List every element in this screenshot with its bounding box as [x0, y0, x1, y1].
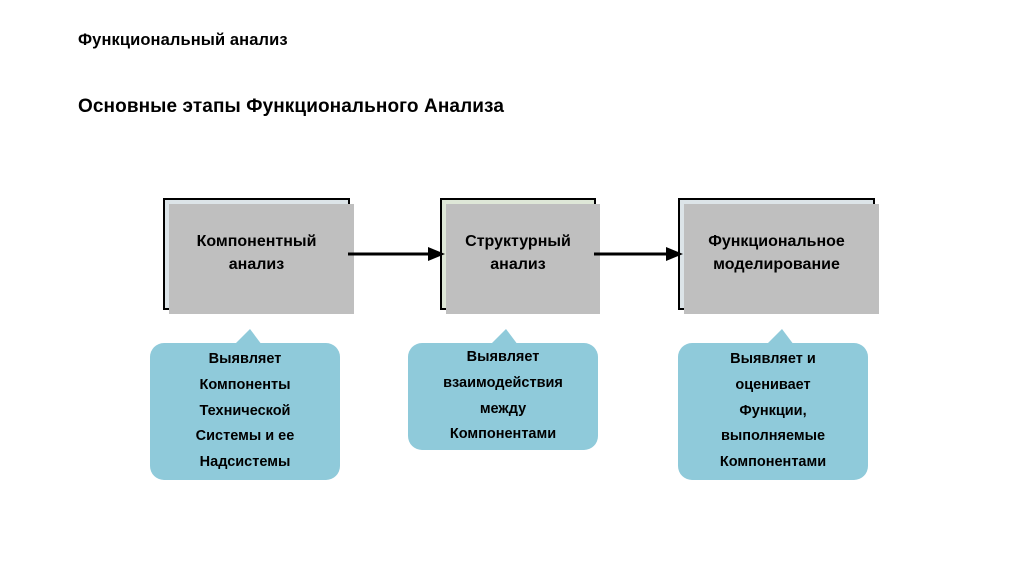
callout-line: Выявляет и	[730, 351, 816, 368]
callout-line: выполняемые	[720, 428, 826, 445]
callout-line: Компонентами	[719, 454, 827, 471]
stage-label-line: Структурный	[465, 233, 571, 251]
callout-line: Технической	[199, 402, 291, 419]
arrow-component-to-structural	[348, 247, 445, 261]
stage-label-line: моделирование	[713, 256, 840, 273]
callout-line: Функции,	[739, 402, 807, 419]
callout-line: оценивает	[735, 376, 811, 393]
callout-tail	[758, 329, 800, 353]
page-subtitle: Основные этапы Функционального Анализа	[78, 96, 504, 117]
callout-text: Выявляет взаимодействия между Компонента…	[408, 343, 598, 450]
stage-box-functional-modeling[interactable]: Функциональное моделирование	[678, 198, 879, 314]
callout-line: Системы и ее	[195, 428, 295, 445]
stage-label-line: Компонентный	[196, 233, 317, 251]
stage-label-line: анализ	[228, 256, 285, 273]
callout-line: Выявляет	[208, 351, 282, 368]
callout-text: Выявляет Компоненты Технической Системы …	[150, 343, 340, 480]
stage-box-label: Структурный анализ	[459, 231, 577, 276]
box-shadow	[446, 204, 600, 314]
callout-line: Надсистемы	[199, 454, 291, 471]
page-title: Функциональный анализ	[78, 31, 288, 49]
callout-line: Компоненты	[199, 376, 291, 393]
stage-box-structural-analysis[interactable]: Структурный анализ	[440, 198, 600, 314]
stage-box-label: Компонентный анализ	[191, 231, 323, 276]
callout-tail	[482, 329, 524, 353]
callout-line: Компонентами	[449, 426, 557, 443]
stage-label-line: анализ	[490, 256, 546, 273]
stage-label-line: Функциональное	[708, 233, 845, 251]
box-shadow	[684, 204, 879, 314]
stage-box-label: Функциональное моделирование	[702, 231, 851, 276]
callout-line: взаимодействия	[443, 374, 563, 391]
box-shadow	[169, 204, 354, 314]
callout-line: между	[479, 400, 527, 417]
callout-text: Выявляет и оценивает Функции, выполняемы…	[678, 343, 868, 480]
callout-tail	[226, 329, 268, 353]
arrow-structural-to-functional	[594, 247, 683, 261]
stage-box-component-analysis[interactable]: Компонентный анализ	[163, 198, 354, 314]
